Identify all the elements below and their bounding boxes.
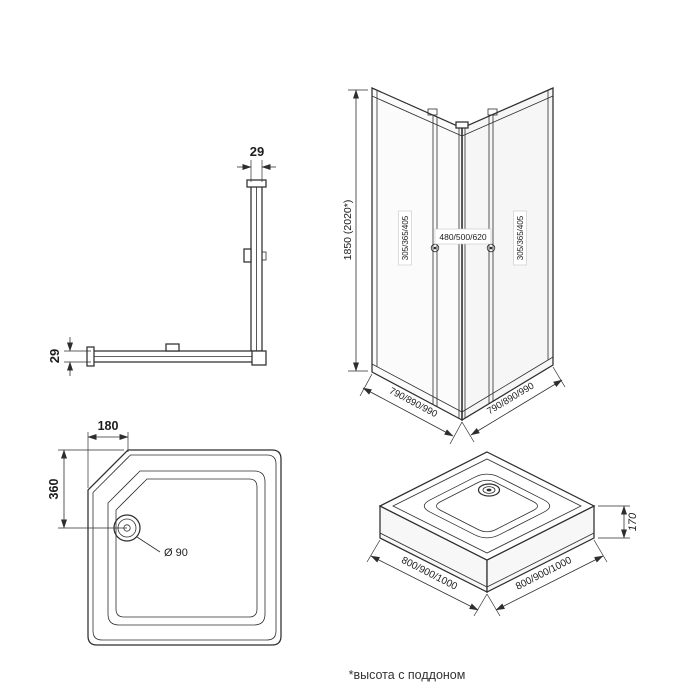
dim-drain-offset-y: 360 — [47, 449, 127, 529]
dim-tray-height: 170 — [598, 505, 639, 539]
tray-drain-offset-x-label: 180 — [98, 419, 119, 433]
dim-drain-offset-x: 180 — [87, 419, 129, 488]
tray-drain-offset-y-label: 360 — [47, 479, 61, 500]
vertical-profile — [243, 179, 267, 359]
dim-profile-width-side: 29 — [47, 337, 91, 376]
enclosure-height-label: 1850 (2020*) — [342, 200, 354, 261]
drain-diameter-label: Ø 90 — [164, 547, 188, 559]
right-panel-width: 305/365/405 — [513, 210, 527, 266]
tray-plan-view: Ø 90 180 360 — [47, 419, 282, 646]
tray-height-label: 170 — [627, 512, 639, 531]
dim-enclosure-height: 1850 (2020*) — [342, 89, 368, 372]
left-panel-width: 305/365/405 — [398, 210, 412, 266]
footnote-text: *высота с поддоном — [349, 668, 466, 682]
corner-width-top-label: 29 — [250, 144, 264, 159]
right-wall-glass — [462, 88, 553, 420]
enclosure-front-view: 1850 (2020*) 305/365/405 305/365/405 480… — [342, 87, 566, 445]
tray-plan-outline — [87, 449, 282, 646]
drain-iso — [477, 483, 501, 497]
corner-profile-detail-view: 29 29 — [47, 144, 276, 376]
dim-drain-diameter: Ø 90 — [136, 536, 188, 559]
corner-post — [455, 121, 469, 420]
right-panel-width-label: 305/365/405 — [516, 215, 525, 260]
left-panel-width-label: 305/365/405 — [401, 215, 410, 260]
horizontal-profile — [86, 343, 267, 367]
door-width-label: 480/500/620 — [439, 232, 487, 242]
door-width: 480/500/620 — [434, 228, 492, 245]
tray-isometric-view: 170 800/900/1000 800/900/1000 — [366, 451, 639, 617]
left-wall-glass — [372, 88, 462, 420]
dim-profile-width-top: 29 — [237, 144, 276, 182]
corner-width-side-label: 29 — [47, 349, 62, 363]
